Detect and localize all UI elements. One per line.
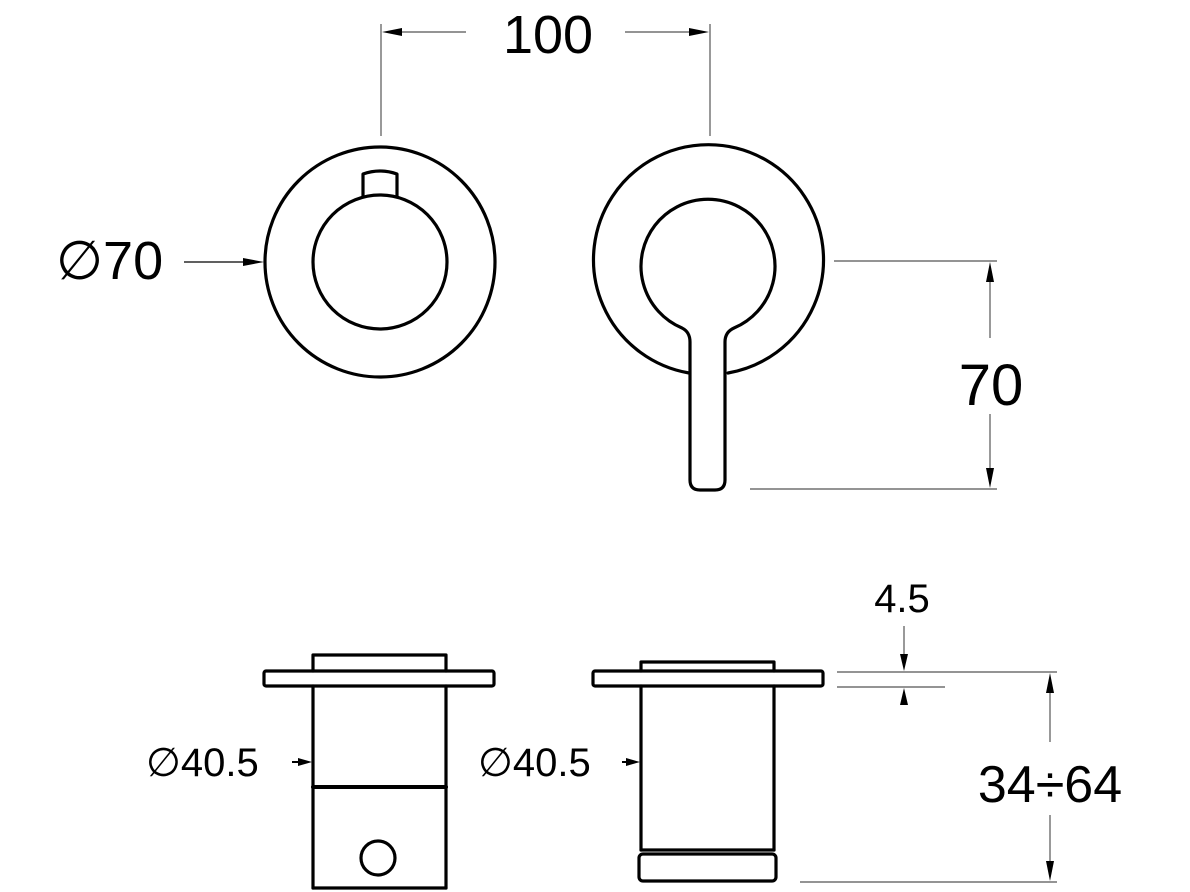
dim-label-body-diameter-right: ∅40.5 — [478, 741, 591, 785]
dimension-depth-range: 34÷64 — [800, 673, 1122, 883]
dimension-body-diameter-left: ∅40.5 — [146, 741, 312, 785]
front-view-lever — [591, 143, 826, 492]
side-view-lever — [591, 660, 825, 883]
dimension-lever-height: 70 — [750, 260, 1024, 490]
dim-label-plate-diameter: ∅70 — [56, 231, 163, 291]
dim-label-70: 70 — [959, 353, 1024, 418]
dim-label-body-diameter-left: ∅40.5 — [146, 741, 259, 785]
dimension-plate-diameter: ∅70 — [56, 231, 264, 291]
front-view-thermostatic — [263, 145, 497, 379]
dim-label-34-64: 34÷64 — [978, 756, 1122, 814]
side-view-thermostatic — [262, 653, 496, 890]
dim-label-4-5: 4.5 — [874, 577, 930, 621]
dimension-body-diameter-right: ∅40.5 — [478, 741, 640, 785]
dimension-center-spacing: 100 — [380, 5, 711, 136]
dim-label-100: 100 — [503, 5, 593, 65]
dimension-plate-thickness: 4.5 — [837, 577, 1057, 705]
